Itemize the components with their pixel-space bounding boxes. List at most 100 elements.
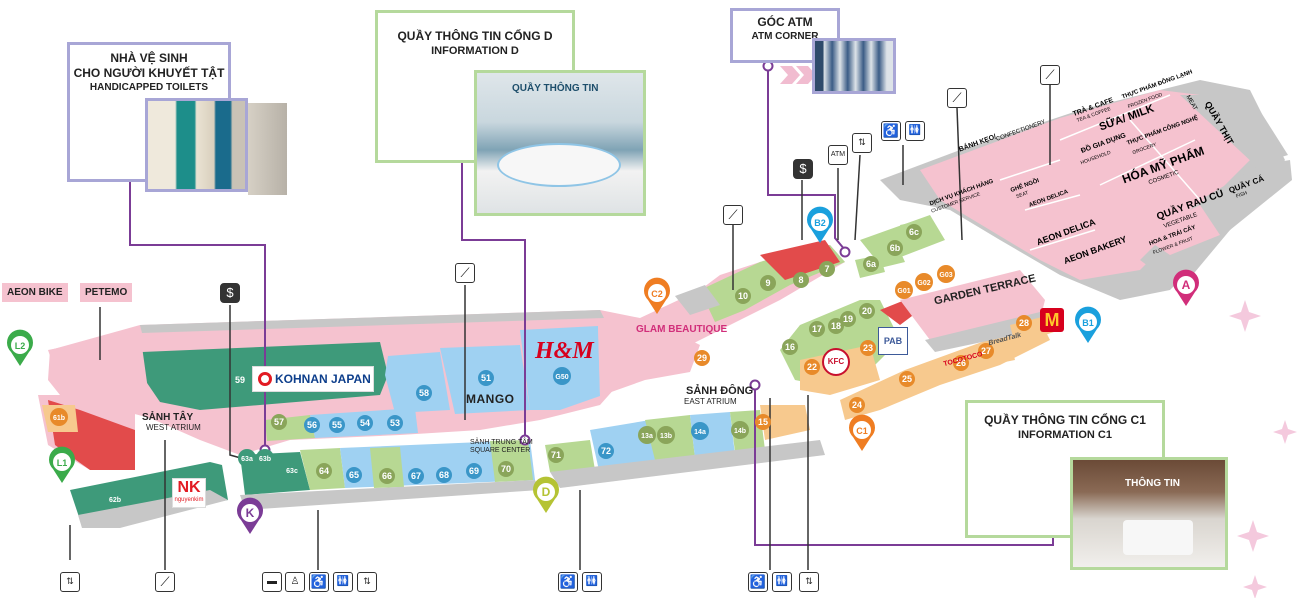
gate-pin-l1[interactable]: L1 bbox=[49, 446, 76, 483]
gate-pin-b2[interactable]: B2 bbox=[807, 206, 834, 243]
hm-label[interactable]: H&M bbox=[535, 338, 594, 364]
store-marker-14b[interactable]: 14b bbox=[731, 421, 749, 439]
store-marker-65[interactable]: 65 bbox=[346, 467, 362, 483]
store-marker-69[interactable]: 69 bbox=[466, 463, 482, 479]
store-marker-63c[interactable]: 63c bbox=[283, 461, 301, 479]
restroom-icon[interactable]: 🚻 bbox=[333, 572, 353, 592]
store-marker-10[interactable]: 10 bbox=[735, 288, 751, 304]
store-number: 56 bbox=[307, 420, 317, 430]
escalator-icon[interactable]: ⟋ bbox=[155, 572, 175, 592]
store-number: 17 bbox=[812, 324, 822, 334]
store-marker-72[interactable]: 72 bbox=[598, 443, 614, 459]
store-marker-G02[interactable]: G02 bbox=[915, 273, 933, 291]
store-marker-53[interactable]: 53 bbox=[387, 415, 403, 431]
store-marker-13a[interactable]: 13a bbox=[638, 426, 656, 444]
store-marker-27[interactable]: 27 bbox=[978, 343, 994, 359]
store-marker-61b[interactable]: 61b bbox=[50, 408, 68, 426]
nursing-room-icon[interactable]: ♙ bbox=[285, 572, 305, 592]
store-marker-8[interactable]: 8 bbox=[793, 272, 809, 288]
baby-changing-icon[interactable]: ▬ bbox=[262, 572, 282, 592]
store-marker-18[interactable]: 18 bbox=[828, 318, 844, 334]
info-c1-photo: THÔNG TIN bbox=[1070, 457, 1228, 570]
gate-pin-k[interactable]: K bbox=[237, 497, 264, 534]
store-marker-59[interactable]: 59 bbox=[232, 372, 248, 388]
nguyenkim-sign[interactable]: NK nguyenkim bbox=[172, 478, 206, 508]
pab-logo[interactable]: PAB bbox=[878, 327, 908, 355]
store-marker-56[interactable]: 56 bbox=[304, 417, 320, 433]
wheelchair-icon[interactable]: ♿ bbox=[748, 572, 768, 592]
store-marker-6c[interactable]: 6c bbox=[906, 224, 922, 240]
store-marker-22[interactable]: 22 bbox=[804, 359, 820, 375]
gate-pin-d[interactable]: D bbox=[533, 476, 559, 513]
restroom-icon[interactable]: 🚻 bbox=[582, 572, 602, 592]
store-marker-24[interactable]: 24 bbox=[849, 397, 865, 413]
store-marker-19[interactable]: 19 bbox=[840, 311, 856, 327]
elevator-icon[interactable]: ⇅ bbox=[799, 572, 819, 592]
store-marker-62b[interactable]: 62b bbox=[106, 490, 124, 508]
store-marker-66[interactable]: 66 bbox=[379, 468, 395, 484]
store-marker-15[interactable]: 15 bbox=[755, 414, 771, 430]
elevator-icon[interactable]: ⇅ bbox=[852, 133, 872, 153]
store-marker-9[interactable]: 9 bbox=[760, 275, 776, 291]
gate-pin-l2[interactable]: L2 bbox=[7, 329, 33, 366]
wheelchair-icon[interactable]: ♿ bbox=[881, 121, 901, 141]
store-number: 51 bbox=[481, 373, 491, 383]
store-marker-23[interactable]: 23 bbox=[860, 340, 876, 356]
store-marker-71[interactable]: 71 bbox=[548, 447, 564, 463]
store-marker-63b[interactable]: 63b bbox=[256, 449, 274, 467]
store-marker-G01[interactable]: G01 bbox=[895, 281, 913, 299]
kohnan-japan-sign[interactable]: KOHNAN JAPAN bbox=[252, 366, 374, 392]
store-marker-51[interactable]: 51 bbox=[478, 370, 494, 386]
aeon-bike-label[interactable]: AEON BIKE bbox=[2, 283, 68, 302]
gate-pin-b1[interactable]: B1 bbox=[1075, 306, 1101, 343]
mcdonalds-logo[interactable]: M bbox=[1040, 308, 1064, 332]
escalator-icon[interactable]: ⟋ bbox=[455, 263, 475, 283]
store-marker-20[interactable]: 20 bbox=[859, 303, 875, 319]
store-marker-55[interactable]: 55 bbox=[329, 417, 345, 433]
escalator-icon[interactable]: ⟋ bbox=[947, 88, 967, 108]
elevator-icon[interactable]: ⇅ bbox=[60, 572, 80, 592]
store-marker-6b[interactable]: 6b bbox=[887, 240, 903, 256]
store-number: 61b bbox=[53, 415, 65, 422]
elevator-icon[interactable]: ⇅ bbox=[357, 572, 377, 592]
store-marker-6a[interactable]: 6a bbox=[863, 256, 879, 272]
store-marker-58[interactable]: 58 bbox=[416, 385, 432, 401]
store-marker-28[interactable]: 28 bbox=[1016, 315, 1032, 331]
gate-pin-c1[interactable]: C1 bbox=[848, 414, 875, 451]
store-marker-14a[interactable]: 14a bbox=[691, 422, 709, 440]
wheelchair-icon[interactable]: ♿ bbox=[558, 572, 578, 592]
store-marker-circle bbox=[953, 355, 969, 371]
store-marker-29[interactable]: 29 bbox=[694, 350, 710, 366]
gate-pin-c2[interactable]: C2 bbox=[644, 277, 671, 314]
store-marker-26[interactable]: 26 bbox=[953, 355, 969, 371]
store-marker-70[interactable]: 70 bbox=[498, 461, 514, 477]
store-marker-G50[interactable]: G50 bbox=[553, 367, 571, 385]
wheelchair-icon[interactable]: ♿ bbox=[309, 572, 329, 592]
escalator-icon[interactable]: ⟋ bbox=[1040, 65, 1060, 85]
kfc-logo[interactable]: KFC bbox=[822, 348, 850, 376]
store-marker-63a[interactable]: 63a bbox=[238, 449, 256, 467]
store-marker-7[interactable]: 7 bbox=[819, 261, 835, 277]
gate-pin-inner bbox=[648, 284, 666, 302]
store-marker-17[interactable]: 17 bbox=[809, 321, 825, 337]
currency-exchange-icon[interactable]: $ bbox=[793, 159, 813, 179]
store-marker-67[interactable]: 67 bbox=[408, 468, 424, 484]
escalator-icon[interactable]: ⟋ bbox=[723, 205, 743, 225]
glam-beautique-label[interactable]: GLAM BEAUTIQUE bbox=[636, 324, 728, 335]
currency-exchange-icon[interactable]: $ bbox=[220, 283, 240, 303]
store-marker-25[interactable]: 25 bbox=[899, 371, 915, 387]
store-marker-64[interactable]: 64 bbox=[316, 463, 332, 479]
store-marker-16[interactable]: 16 bbox=[782, 339, 798, 355]
store-marker-54[interactable]: 54 bbox=[357, 415, 373, 431]
mango-label[interactable]: MANGO bbox=[466, 392, 515, 406]
store-marker-circle bbox=[387, 415, 403, 431]
gate-pin-a[interactable]: A bbox=[1173, 269, 1200, 306]
store-marker-13b[interactable]: 13b bbox=[657, 426, 675, 444]
restroom-icon[interactable]: 🚻 bbox=[905, 121, 925, 141]
store-marker-G03[interactable]: G03 bbox=[937, 265, 955, 283]
store-marker-68[interactable]: 68 bbox=[436, 467, 452, 483]
store-marker-57[interactable]: 57 bbox=[271, 414, 287, 430]
atm-icon[interactable]: ATM bbox=[828, 145, 848, 165]
restroom-icon[interactable]: 🚻 bbox=[772, 572, 792, 592]
petemo-label[interactable]: PETEMO bbox=[80, 283, 133, 302]
